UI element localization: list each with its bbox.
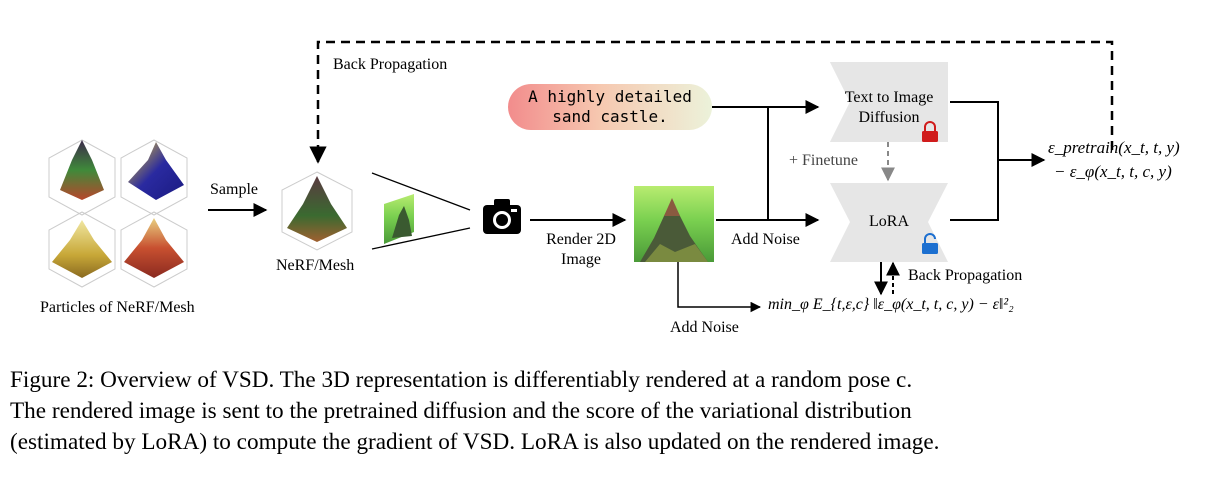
caption-line1: Figure 2: Overview of VSD. The 3D repres… (10, 367, 913, 393)
particle-cube-4 (120, 211, 188, 288)
epsilon-output: ε_pretrain(x_t, t, y) − ε_φ(x_t, t, c, y… (1048, 136, 1180, 184)
caption-line3: (estimated by LoRA) to compute the gradi… (10, 429, 940, 455)
nerf-mesh-label: NeRF/Mesh (276, 257, 355, 274)
nerf-mesh-cube (281, 171, 353, 251)
figure-caption: Figure 2: Overview of VSD. The 3D repres… (10, 365, 1222, 458)
unlock-icon (922, 233, 938, 254)
particle-cube-3 (48, 211, 116, 288)
lora-shape (830, 183, 948, 262)
prompt-line2: sand castle. (552, 107, 668, 126)
add-noise-bottom-arrow (677, 262, 762, 313)
particle-cube-1 (48, 139, 116, 216)
eps-pretrain-line1: ε_pretrain(x_t, t, y) (1048, 138, 1180, 157)
finetune-label: + Finetune (789, 152, 859, 169)
loss-formula: min_φ E_{t,ε,c} ‖ε_φ(x_t, t, c, y) − ε‖²… (768, 296, 1014, 313)
back-propagation-top-label: Back Propagation (333, 56, 448, 73)
text-to-image-label: Text to Image Diffusion (832, 88, 946, 128)
camera-icon (483, 199, 521, 234)
particles-grid (48, 139, 188, 288)
add-noise-mid-label: Add Noise (731, 231, 800, 248)
caption-line2: The rendered image is sent to the pretra… (10, 398, 912, 424)
output-merge-line (950, 101, 999, 221)
render-label-line1: Render 2D (546, 231, 616, 248)
lora-label: LoRA (869, 213, 909, 230)
figure-diagram (48, 40, 1114, 313)
render-label: Render 2D Image (541, 230, 621, 270)
rendered-image (634, 186, 714, 262)
back-propagation-loop (309, 40, 1114, 164)
sample-label: Sample (210, 181, 258, 198)
lock-icon (922, 121, 938, 142)
text-prompt: A highly detailed sand castle. (508, 84, 712, 130)
particle-cube-2 (120, 139, 188, 216)
add-noise-bottom-label: Add Noise (670, 319, 739, 336)
render-label-line2: Image (561, 251, 601, 268)
text-to-image-line2: Diffusion (858, 109, 920, 126)
text-to-image-shape (830, 62, 948, 142)
prompt-line1: A highly detailed (528, 87, 692, 106)
back-propagation-lora-label: Back Propagation (908, 267, 1023, 284)
particles-label: Particles of NeRF/Mesh (40, 299, 195, 316)
eps-pretrain-line2: − ε_φ(x_t, t, c, y) (1054, 162, 1172, 181)
camera-frustum (371, 172, 471, 250)
text-to-image-line1: Text to Image (844, 89, 934, 106)
vsd-overview-figure: Back Propagation Particles of NeRF/Mesh … (40, 40, 1180, 336)
